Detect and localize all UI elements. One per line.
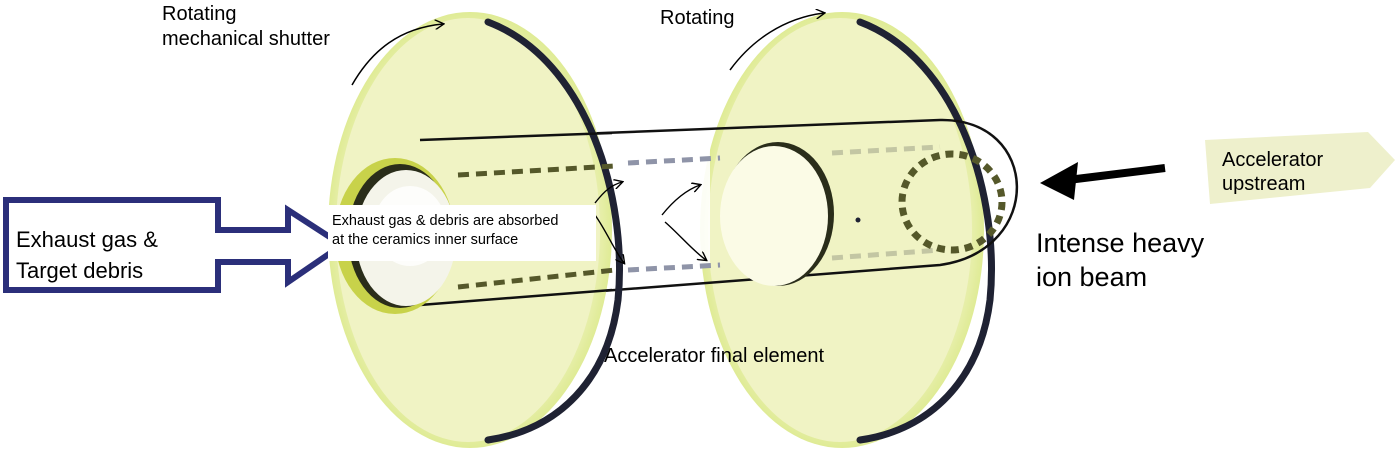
left-shutter-label-line1: Rotating	[162, 3, 237, 25]
ceramic-inner-surface-lines	[457, 144, 941, 290]
absorbed-label-line1: Exhaust gas & debris are absorbed	[332, 213, 559, 229]
ion-beam-arrow	[1040, 162, 1166, 200]
final-element-label: Accelerator final element	[604, 345, 825, 367]
exhaust-debris-arrow: Exhaust gas & Target debris	[3, 197, 348, 293]
absorbed-label-line2: at the ceramics inner surface	[332, 232, 518, 248]
right-aperture	[720, 142, 861, 286]
exhaust-label-line1: Exhaust gas &	[16, 227, 158, 252]
rotation-arrow-right	[729, 13, 824, 71]
exhaust-label-line2: Target debris	[16, 258, 143, 283]
tube-top-edge	[419, 131, 613, 142]
accelerator-upstream-arrow: Accelerator upstream	[1205, 132, 1395, 204]
ion-beam-label-line2: ion beam	[1036, 262, 1147, 292]
gas-flow-arrows	[594, 182, 706, 263]
left-shutter-label-line2: mechanical shutter	[162, 28, 330, 50]
right-rotating-label: Rotating	[660, 7, 735, 29]
tube-bottom-edge	[419, 288, 613, 307]
rotation-arrow-left	[351, 24, 443, 86]
ion-beam-label-line1: Intense heavy	[1036, 228, 1205, 258]
beam-spot-circle	[898, 150, 1006, 254]
upstream-label-line2: upstream	[1222, 173, 1305, 195]
absorbed-annotation-box	[328, 205, 596, 261]
upstream-label-line1: Accelerator	[1222, 149, 1323, 171]
